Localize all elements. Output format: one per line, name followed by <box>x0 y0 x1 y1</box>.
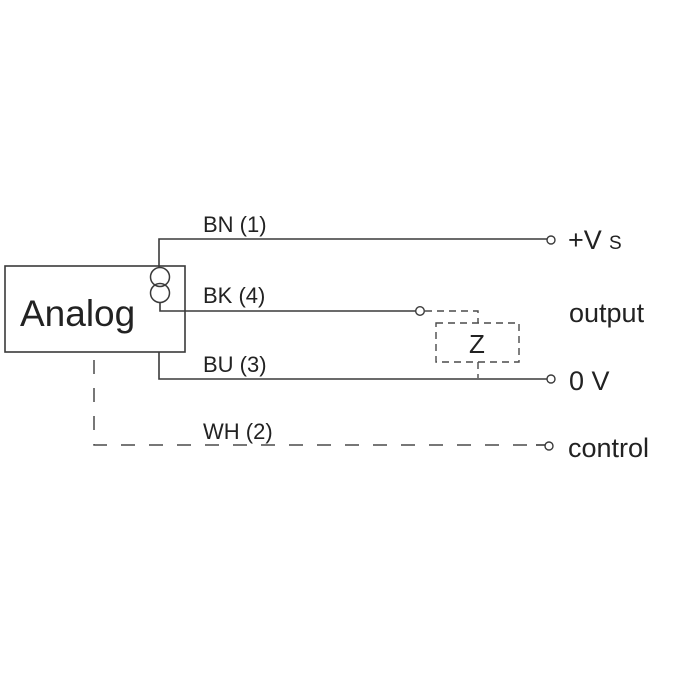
wire-label-bn: BN (1) <box>203 212 267 237</box>
wire-bn <box>158 235 556 268</box>
svg-text:+V: +V <box>568 225 602 255</box>
wire-label-bu: BU (3) <box>203 352 267 377</box>
load-z <box>435 322 520 378</box>
load-z-label: Z <box>469 329 485 359</box>
current-source-icon <box>149 266 171 304</box>
svg-text:S: S <box>609 233 622 254</box>
terminal-label-output: output <box>569 298 645 328</box>
terminal-control <box>544 441 554 451</box>
wire-bk <box>159 302 479 323</box>
terminal-label-vs: +V S <box>568 225 622 255</box>
terminal-0v <box>546 374 556 384</box>
analog-device-label: Analog <box>20 293 135 334</box>
terminal-output <box>415 306 426 317</box>
wire-bu <box>158 352 556 384</box>
wire-label-bk: BK (4) <box>203 283 265 308</box>
terminal-label-0v: 0 V <box>569 366 610 396</box>
terminal-label-control: control <box>568 433 649 463</box>
wire-wh <box>93 360 554 451</box>
terminal-vs <box>546 235 556 245</box>
wire-label-wh: WH (2) <box>203 419 273 444</box>
analog-device-box <box>4 265 186 353</box>
